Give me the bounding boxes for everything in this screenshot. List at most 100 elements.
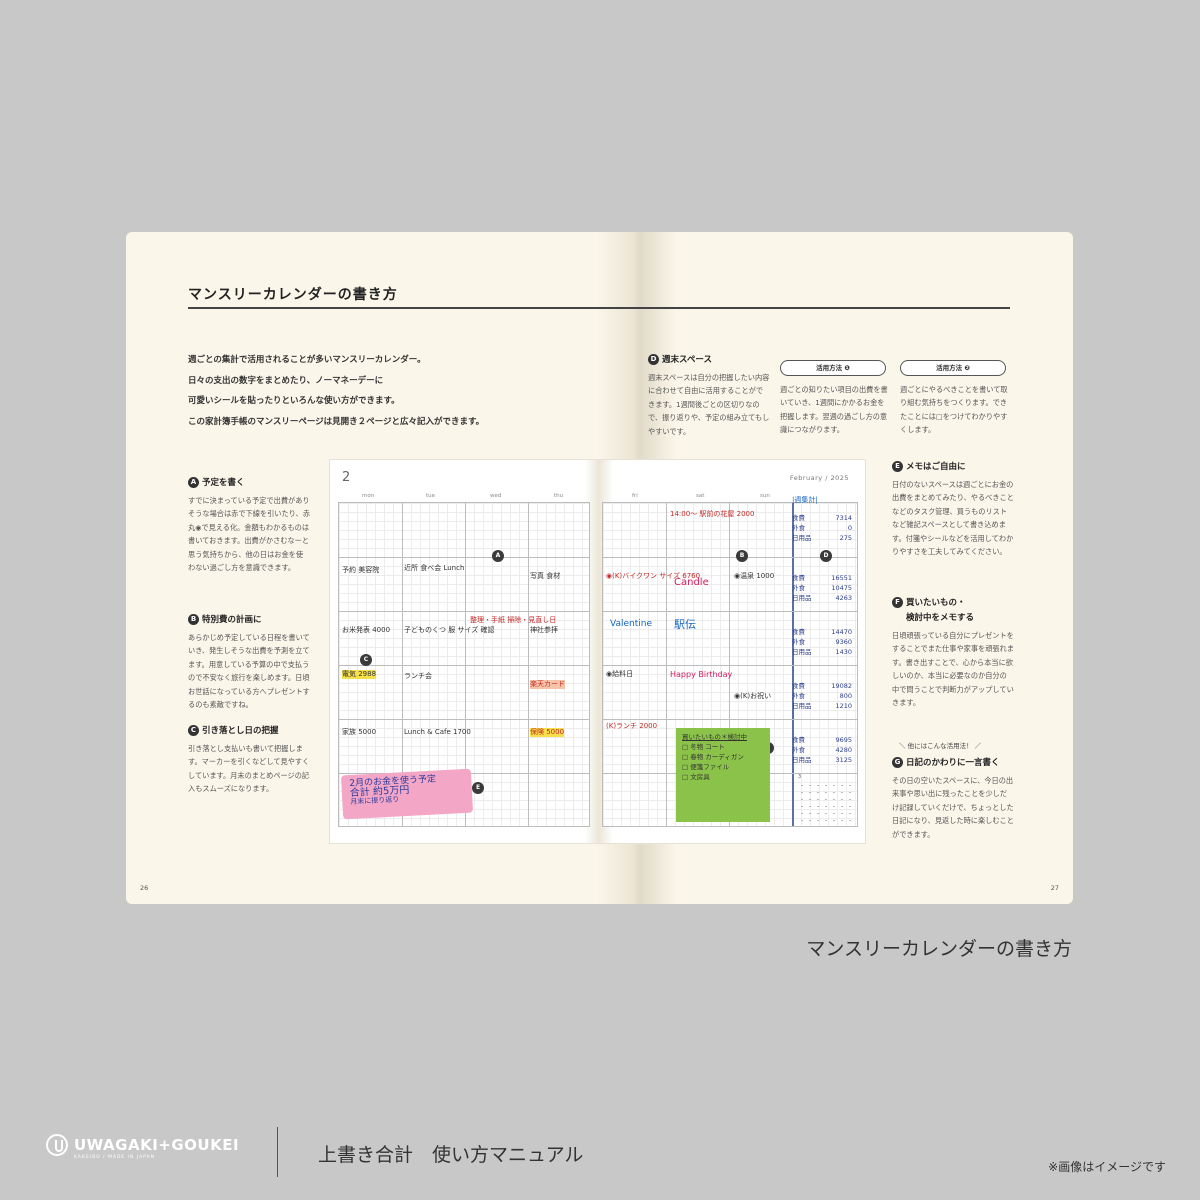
- use-method-1-body: 週ごとの知りたい項目の出費を書いていき、1週間にかかるお金を把握します。翌週の過…: [780, 385, 888, 435]
- grid-line: [339, 665, 589, 666]
- week-summary-label: 食費: [792, 736, 805, 744]
- week-summary-amount: 9695: [835, 736, 852, 744]
- grid-line: [603, 665, 857, 666]
- calendar-marker-e: E: [472, 782, 484, 794]
- section-a-title-text: 予定を書く: [202, 478, 245, 488]
- grid-line: [339, 719, 589, 720]
- wishlist-sticky-note: 買いたいもの＊検討中 □ 冬物 コート □ 春物 カーディガン □ 便箋ファイル…: [676, 728, 770, 822]
- note-r3-thu: 神社参拝: [530, 626, 558, 634]
- note-r4-fri: ◉給料日: [606, 670, 634, 678]
- week-summary-label: 食費: [792, 628, 805, 636]
- week-summary-amount: 3125: [835, 756, 852, 764]
- badge-e: E: [892, 461, 903, 472]
- section-d-body: 週末スペースは自分の把握したい内容に合わせて自由に活用することができます。1週間…: [648, 373, 770, 436]
- week-summary-amount: 4280: [835, 746, 852, 754]
- week-summary-row: 外食 10475: [792, 583, 852, 593]
- wishlist-item: □ 便箋ファイル: [682, 763, 730, 771]
- grid-line: [339, 611, 589, 612]
- week-summary-amount: 19082: [831, 682, 852, 690]
- calendar-month: 2: [342, 470, 351, 485]
- grid-line: [603, 719, 857, 720]
- budget-sticky-note: 2月のお金を使う予定 合計 約5万円 月末に振り返り: [340, 768, 474, 820]
- image-disclaimer: ※画像はイメージです: [1048, 1160, 1166, 1174]
- calendar-marker-b: B: [736, 550, 748, 562]
- wishlist-item: □ 文房具: [682, 773, 710, 781]
- weekday-label: fri: [632, 493, 638, 499]
- week-summary-amount: 4263: [835, 594, 852, 602]
- grid-line: [792, 503, 794, 826]
- week-summary-label: 外食: [792, 584, 805, 592]
- section-c-title-text: 引き落とし日の把握: [202, 726, 279, 736]
- note-r2-mon: 予約 美容院: [342, 566, 380, 574]
- weekday-label: mon: [362, 493, 375, 499]
- use-method-1: 活用方法 ❶ 週ごとの知りたい項目の出費を書いていき、1週間にかかるお金を把握し…: [780, 360, 888, 437]
- week-summary-label: 日用品: [792, 702, 812, 710]
- week-summary-label: 外食: [792, 638, 805, 646]
- footer-divider: [277, 1127, 278, 1177]
- grid-line: [729, 503, 730, 826]
- intro-text: 週ごとの集計で活用されることが多いマンスリーカレンダー。 日々の支出の数字をまと…: [188, 350, 548, 432]
- intro-line: 可愛いシールを貼ったりといろんな使い方ができます。: [188, 396, 400, 406]
- week-summary-label: 日用品: [792, 756, 812, 764]
- wishlist-item: □ 春物 カーディガン: [682, 753, 744, 761]
- note-r5-mon: 家族 5000: [342, 728, 377, 736]
- week-summary-label: 日用品: [792, 594, 812, 602]
- week-summary-amount: 10475: [831, 584, 852, 592]
- grid-line: [666, 503, 667, 826]
- calendar-marker-d: D: [820, 550, 832, 562]
- week-summary-amount: 0: [847, 524, 852, 532]
- weekly-summary-title: |週集計|: [792, 496, 818, 504]
- week-summary-label: 日用品: [792, 534, 812, 542]
- brand-name: UWAGAKI+GOUKEI: [74, 1136, 240, 1154]
- week-summary-label: 日用品: [792, 648, 812, 656]
- section-g-title-text: 日記のかわりに一言書く: [906, 758, 1000, 768]
- week-summary-amount: 800: [839, 692, 852, 700]
- grid-line: [339, 557, 589, 558]
- note-r3-tue: 子どものくつ 服 サイズ 確認: [404, 626, 495, 634]
- section-f-title-text: 買いたいもの・: [906, 598, 966, 608]
- week-summary-amount: 16551: [831, 574, 852, 582]
- section-e-title-text: メモはご自由に: [906, 462, 966, 472]
- note-r4-tue: ランチ会: [404, 672, 432, 680]
- use-method-2-pill: 活用方法 ❷: [900, 360, 1006, 376]
- intro-line: この家計簿手帳のマンスリーページは見開き２ページと広々記入ができます。: [188, 416, 485, 427]
- calendar-grid-right: [602, 502, 858, 827]
- weekday-label: sat: [696, 493, 705, 499]
- note-r4-thu: 楽天カード: [530, 680, 565, 689]
- monthly-calendar: 2 February / 2025 mon tue wed thu fri sa…: [330, 460, 865, 843]
- page-title: マンスリーカレンダーの書き方: [188, 287, 398, 303]
- note-r2-sun: ◉温泉 1000: [734, 572, 775, 580]
- note-r1-sat: 14:00〜 駅前の花屋 2000: [670, 510, 755, 518]
- section-b-body: あらかじめ予定している日程を書いていき、発生しそうな出費を予測を立てます。用意し…: [188, 633, 310, 710]
- footer-title: 上書き合計 使い方マニュアル: [318, 1144, 584, 1166]
- note-r2-thu: 写真 食材: [530, 572, 561, 580]
- note-r5-fri: (K)ランチ 2000: [606, 722, 658, 730]
- week-summary-label: 外食: [792, 746, 805, 754]
- badge-a: A: [188, 477, 199, 488]
- grid-line: [465, 503, 466, 826]
- badge-f: F: [892, 597, 903, 608]
- note-r3-wed: 整理・手紙 掃除・見直し日: [470, 616, 557, 624]
- week-summary-amount: 275: [839, 534, 852, 542]
- brand-subtitle: KAKEIBO / MADE IN JAPAN: [74, 1155, 156, 1160]
- note-r4-mon: 電気 2988: [342, 670, 377, 679]
- note-r2-fri: ◉(K)バイクワン サイズ 6760: [606, 572, 701, 580]
- mini-calendar-month: 3: [798, 774, 802, 780]
- section-d-title-text: 週末スペース: [662, 355, 712, 365]
